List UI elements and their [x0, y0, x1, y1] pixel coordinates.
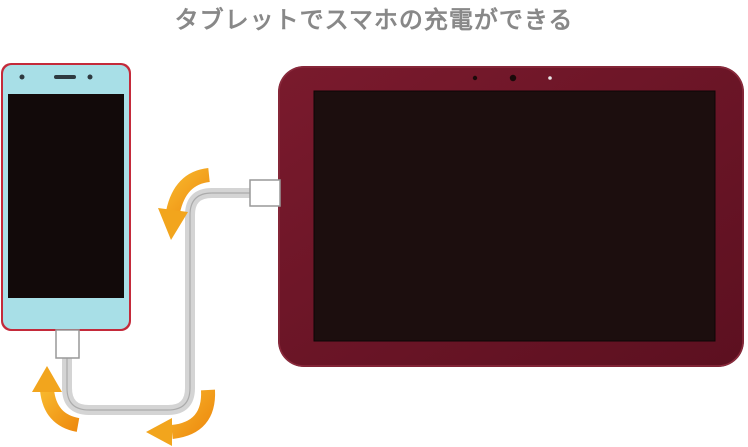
- curved-arrow-icon: [32, 366, 80, 432]
- tablet-usb-plug: [249, 179, 281, 207]
- tablet: [278, 66, 744, 367]
- phone-usb-plug: [55, 329, 80, 359]
- curved-arrow-icon: [146, 389, 216, 446]
- tablet-sensor: [472, 75, 478, 81]
- tablet-indicator: [548, 76, 552, 80]
- tablet-camera: [509, 74, 517, 82]
- smartphone: [1, 63, 131, 331]
- caption-title: タブレットでスマホの充電ができる: [174, 6, 574, 34]
- front-camera: [87, 74, 93, 80]
- speaker-grille: [54, 75, 76, 79]
- usb-cable: [62, 188, 257, 415]
- front-sensor: [19, 74, 25, 80]
- curved-arrow-icon: [158, 168, 211, 240]
